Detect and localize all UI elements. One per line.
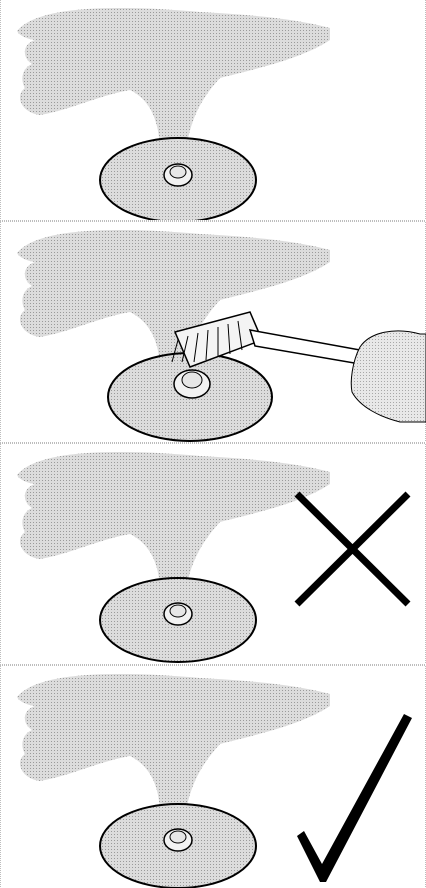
check-mark-icon — [297, 714, 412, 882]
arm-shape — [17, 452, 330, 594]
arm-shape — [17, 674, 330, 816]
x-mark-icon — [297, 494, 408, 604]
joint-illustration — [0, 666, 426, 888]
panel-clean-joint — [0, 666, 426, 888]
joint-illustration — [0, 444, 426, 664]
panel-dirty-joint — [0, 0, 426, 220]
arm-shape — [17, 8, 330, 155]
hand-shape — [351, 331, 426, 422]
panel-brush-cleaning — [0, 222, 426, 442]
panel-residue-left — [0, 444, 426, 664]
brush-illustration — [0, 222, 426, 442]
joint-illustration — [0, 0, 426, 220]
